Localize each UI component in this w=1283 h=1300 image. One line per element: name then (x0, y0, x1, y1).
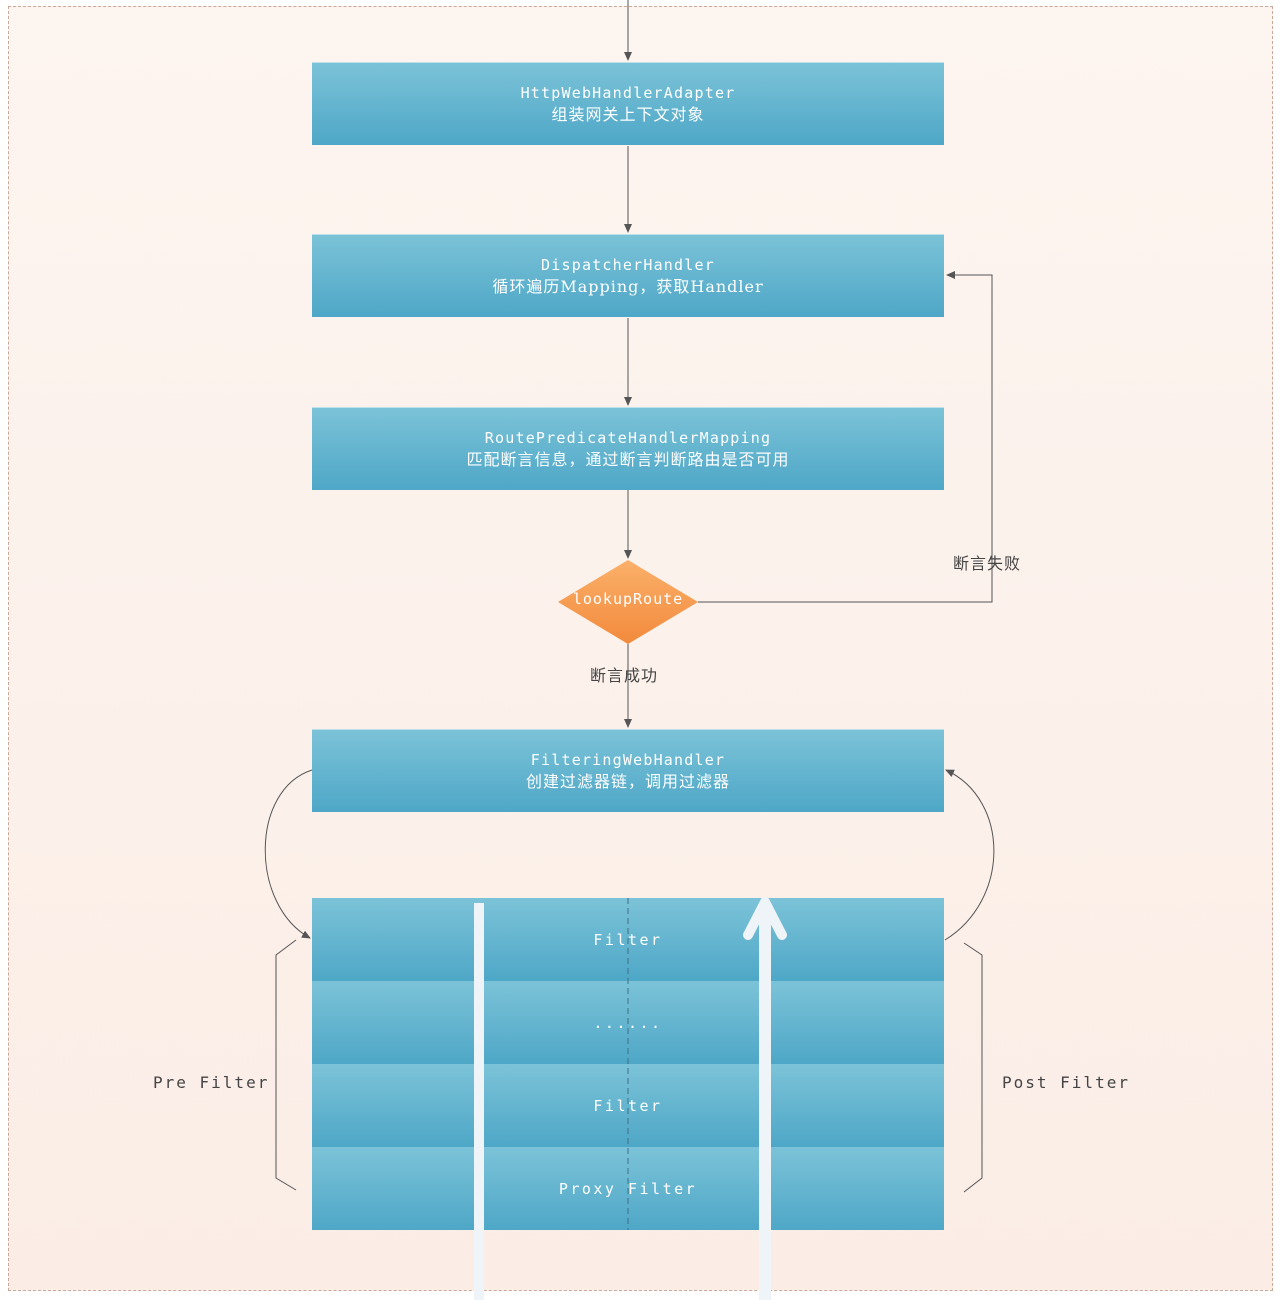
dispatcher-title: DispatcherHandler (541, 255, 715, 274)
post-flow-arrow-shaft (759, 910, 771, 1300)
mapping-subtitle: 匹配断言信息，通过断言判断路由是否可用 (466, 449, 790, 469)
post-flow-arrow-head (743, 897, 787, 940)
filtering-web-handler-node: FilteringWebHandler 创建过滤器链，调用过滤器 (312, 729, 944, 812)
fail-loop-arrow (698, 271, 993, 603)
post-curve-arrow (944, 769, 995, 941)
fail-edge-label: 断言失败 (953, 554, 1022, 573)
pre-curve-arrow (264, 769, 313, 939)
pre-filter-label: Pre Filter (153, 1073, 270, 1092)
pre-filter-brace (275, 939, 297, 1191)
pre-flow-arrow-shaft (474, 903, 484, 1300)
success-edge-label: 断言成功 (590, 666, 659, 685)
http-web-handler-adapter-node: HttpWebHandlerAdapter 组装网关上下文对象 (312, 62, 944, 145)
adapter-subtitle: 组装网关上下文对象 (551, 104, 705, 124)
lookup-route-label: lookupRoute (572, 590, 684, 608)
dispatcher-handler-node: DispatcherHandler 循环遍历Mapping，获取Handler (312, 234, 944, 317)
adapter-title: HttpWebHandlerAdapter (520, 83, 736, 102)
post-filter-brace (963, 942, 983, 1193)
dispatcher-subtitle: 循环遍历Mapping，获取Handler (492, 276, 764, 296)
filtering-title: FilteringWebHandler (530, 750, 726, 769)
route-predicate-mapping-node: RoutePredicateHandlerMapping 匹配断言信息，通过断言… (312, 407, 944, 490)
lookup-route-diamond (558, 560, 698, 644)
post-filter-label: Post Filter (1002, 1073, 1130, 1092)
filtering-subtitle: 创建过滤器链，调用过滤器 (525, 771, 730, 791)
mapping-title: RoutePredicateHandlerMapping (484, 428, 772, 447)
